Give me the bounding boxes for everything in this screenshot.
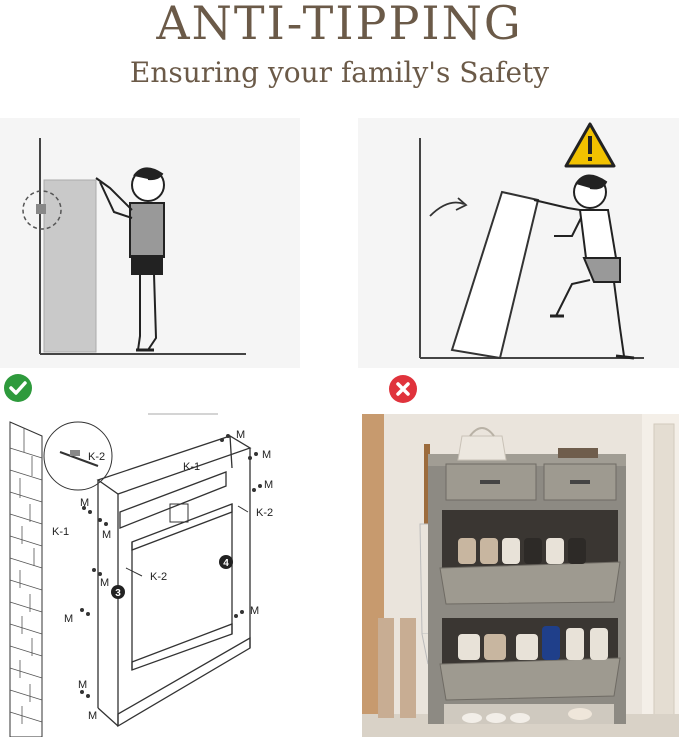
m-label-2: M [262, 449, 271, 461]
m-label-7: M [64, 613, 73, 625]
m-label-1: M [236, 429, 245, 441]
page-title: ANTI-TIPPING [156, 0, 523, 50]
m-label-5: M [102, 529, 111, 541]
x-circle-icon [389, 375, 417, 403]
correct-usage-illustration [0, 118, 300, 368]
warning-triangle-icon [564, 122, 616, 168]
shoe-cabinet [428, 454, 626, 724]
k1-left-label: K-1 [52, 526, 69, 538]
wrong-usage-illustration [358, 118, 679, 368]
cabinet-shape [43, 179, 97, 353]
cabinet-outline [96, 435, 252, 728]
m-label-3: M [264, 479, 273, 491]
child-figure [95, 167, 165, 352]
m-label-4: M [80, 497, 89, 509]
k2-right-label: K-2 [256, 507, 273, 519]
anchor-highlight [22, 190, 62, 230]
step-4-label: 4 [223, 558, 229, 569]
m-label-8: M [250, 605, 259, 617]
step-3-label: 3 [115, 588, 121, 599]
installation-diagram: K-2 3 4 K-1 K-2 K-1 K-2 M M M M [9, 413, 273, 737]
k2-callout-label: K-2 [88, 451, 105, 463]
m-label-6: M [100, 577, 109, 589]
k1-top-label: K-1 [183, 461, 200, 473]
check-circle-icon [4, 374, 32, 402]
m-label-9: M [78, 679, 87, 691]
product-photo [362, 414, 679, 737]
m-label-10: M [88, 710, 97, 722]
tipping-cabinet [450, 190, 540, 360]
page-subtitle: Ensuring your family's Safety [129, 56, 550, 89]
tip-arrow [429, 201, 465, 217]
child-climbing-figure [533, 174, 635, 360]
k2-mid-label: K-2 [150, 571, 167, 583]
brick-wall [9, 421, 43, 737]
